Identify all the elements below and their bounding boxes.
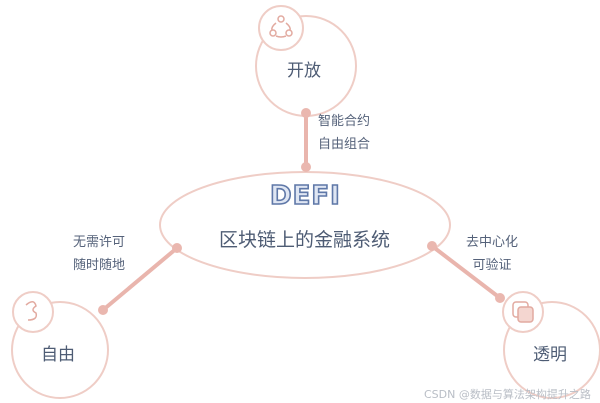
center-title: DEFI [269, 180, 341, 212]
share-icon [269, 15, 293, 38]
center-ellipse [159, 171, 451, 279]
node-circle-free [11, 301, 109, 399]
edge-label-transparent: 去中心化 可验证 [466, 235, 519, 273]
node-label-transparent: 透明 [533, 345, 567, 365]
node-label-free: 自由 [41, 345, 75, 365]
node-circle-transparent [503, 301, 600, 399]
watermark: CSDN @数据与算法架构提升之路 [424, 388, 591, 401]
edge-label-free: 无需许可 随时随地 [73, 235, 126, 273]
center-subtitle: 区块链上的金融系统 [219, 229, 391, 251]
edge-label-open: 智能合约 自由组合 [318, 114, 371, 152]
edge-transparent [430, 244, 502, 300]
squiggle-icon [25, 301, 38, 321]
node-label-open: 开放 [287, 61, 321, 81]
edge-free [101, 246, 179, 312]
icon-circle-open [258, 5, 304, 51]
layers-icon [512, 301, 534, 323]
icon-circle-free [12, 291, 54, 333]
